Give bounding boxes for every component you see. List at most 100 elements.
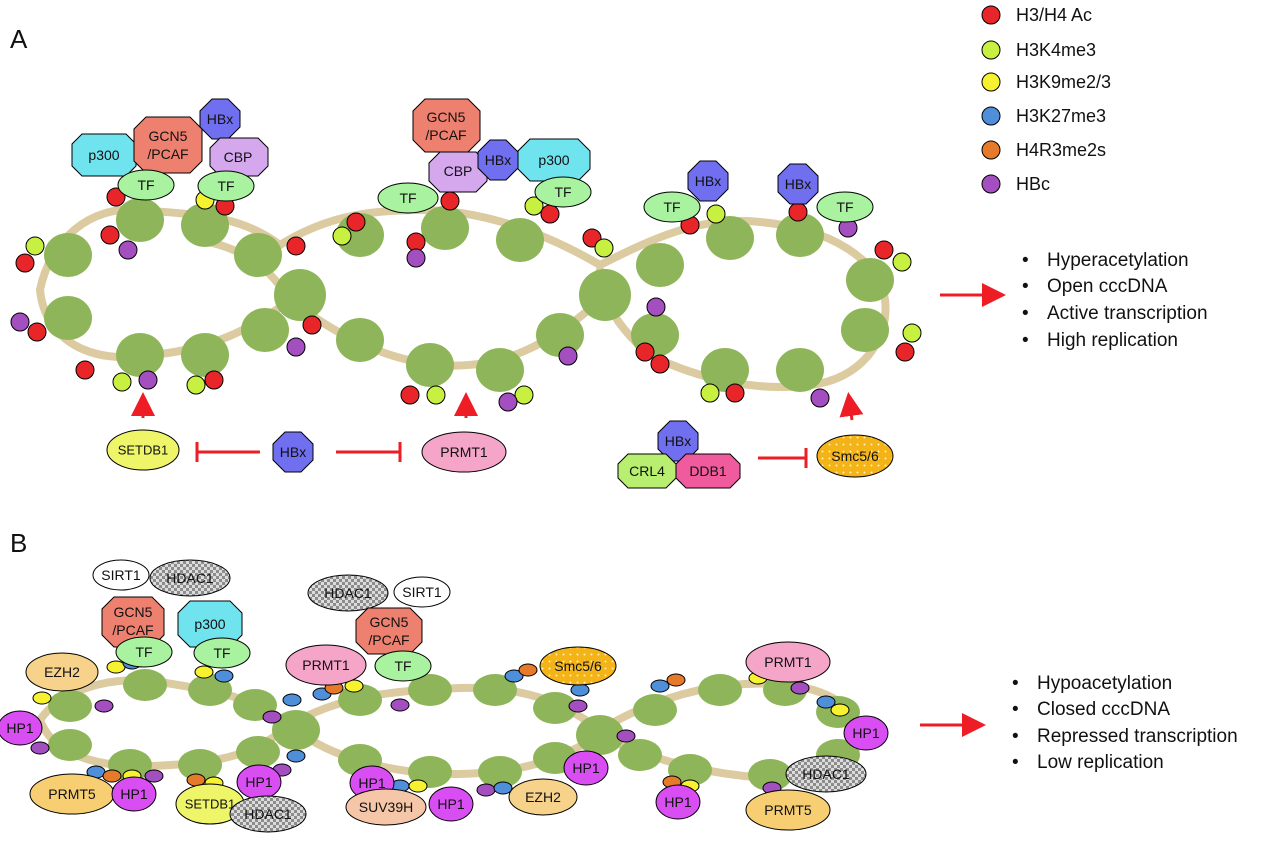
nucleosome [338, 684, 382, 716]
outcome-a-item: High replication [1047, 330, 1178, 351]
mark-ac [302, 315, 322, 335]
hp1-oval: HP1 [843, 715, 889, 751]
panel-b-label: B [10, 528, 27, 558]
hbx-label: HBx [665, 433, 691, 449]
setdb1-oval: SETDB1 [106, 429, 180, 471]
p300-label: p300 [538, 152, 569, 168]
tf-label: TF [213, 645, 230, 661]
nucleosome [776, 348, 824, 392]
tf-label: TF [836, 199, 853, 215]
mark-hbc [30, 741, 50, 755]
outcome-b-item: Closed cccDNA [1037, 699, 1170, 720]
nucleosome [241, 308, 289, 352]
p300-label: p300 [88, 147, 119, 163]
mark-k27 [816, 695, 836, 709]
hp1-oval: HP1 [563, 750, 609, 786]
nucleosomes [48, 669, 860, 791]
mark-k4 [524, 196, 544, 216]
hbx-label: HBx [280, 444, 306, 460]
nucleosome [706, 216, 754, 260]
legend-swatch [981, 174, 1001, 194]
nucleosome [421, 206, 469, 250]
nucleosome [478, 756, 522, 788]
mark-hbc [616, 729, 636, 743]
complex-loop3: HBx TF HBx TF [643, 160, 874, 223]
setdb1-oval: SETDB1 [175, 783, 245, 825]
gcn5-pcaf-octagon: GCN5 /PCAF [412, 98, 481, 153]
mark-ac [204, 370, 224, 390]
nucleosome [776, 213, 824, 257]
tf-label: TF [394, 658, 411, 674]
outcome-a-item: Active transcription [1047, 303, 1208, 324]
hdac1-oval: HDAC1 [149, 559, 231, 597]
nucleosome [44, 233, 92, 277]
hp1-label: HP1 [6, 720, 33, 736]
bullet-dot: • [1022, 330, 1029, 351]
setdb1-label: SETDB1 [185, 797, 236, 812]
nucleosome [234, 233, 282, 277]
nucleosome [636, 243, 684, 287]
complex-loop2: GCN5 /PCAF CBP HBx p300 TF TF [377, 98, 592, 214]
legend-item-h3k27me3: H3K27me3 [981, 106, 1106, 126]
mark-ac [106, 187, 126, 207]
tf-label: TF [137, 177, 154, 193]
hdac1-label: HDAC1 [802, 766, 850, 782]
mark-k27 [282, 693, 302, 707]
repressors-left: SIRT1 HDAC1 GCN5 /PCAF p300 TF TF EZH2 [0, 559, 307, 833]
sirt1-oval: SIRT1 [393, 576, 451, 608]
mark-ac [286, 236, 306, 256]
mark-ac [440, 191, 460, 211]
hdac1-oval: HDAC1 [307, 574, 389, 612]
tf-oval: TF [193, 637, 251, 669]
tf-oval: TF [197, 170, 255, 202]
nucleosome [748, 759, 792, 791]
panel-a-label: A [10, 24, 28, 54]
mark-ac [15, 253, 35, 273]
hbx-octagon: HBx [199, 98, 241, 140]
ddb1-octagon: DDB1 [675, 453, 741, 489]
hp1-oval: HP1 [236, 764, 282, 800]
mark-ac [635, 342, 655, 362]
mark-k4 [902, 323, 922, 343]
pcaf-label: /PCAF [425, 127, 466, 143]
outcome-b: • Hypoacetylation • Closed cccDNA • Repr… [920, 673, 1238, 773]
cbp-label: CBP [444, 163, 473, 179]
hdac1-label: HDAC1 [324, 585, 372, 601]
legend-item-hbc: HBc [981, 174, 1050, 194]
mark-hbc [262, 710, 282, 724]
outcome-a-item: Hyperacetylation [1047, 250, 1189, 271]
ddb1-label: DDB1 [689, 463, 727, 479]
tf-label: TF [663, 199, 680, 215]
legend-item-h3h4ac: H3/H4 Ac [981, 5, 1092, 25]
tf-oval: TF [377, 182, 439, 214]
outcome-b-item: Low replication [1037, 752, 1164, 773]
nucleosome [178, 749, 222, 781]
sirt1-oval: SIRT1 [92, 559, 150, 591]
legend-swatch [981, 106, 1001, 126]
mark-hbc [286, 337, 306, 357]
crl4-label: CRL4 [629, 463, 665, 479]
suv39h-label: SUV39H [359, 799, 413, 815]
p300-octagon: p300 [71, 133, 137, 177]
hp1-oval: HP1 [111, 776, 157, 812]
mark-k27 [286, 749, 306, 763]
bullet-dot: • [1012, 752, 1019, 773]
outcome-b-item: Repressed transcription [1037, 726, 1238, 747]
ezh2-oval: EZH2 [508, 778, 578, 816]
mark-hbc [568, 699, 588, 713]
setdb1-label: SETDB1 [118, 443, 169, 458]
p300-label: p300 [194, 616, 225, 632]
hbx-label: HBx [785, 176, 811, 192]
pcaf-label: /PCAF [147, 146, 188, 162]
mark-k4 [332, 226, 352, 246]
smc56-oval: Smc5/6 [539, 646, 617, 686]
mark-r3 [518, 663, 538, 677]
legend-label: H3K27me3 [1016, 106, 1106, 126]
legend-swatch [981, 140, 1001, 160]
nucleosome [274, 269, 326, 321]
nucleosome [236, 736, 280, 768]
legend-label: H3K9me2/3 [1016, 72, 1111, 92]
nucleosome [496, 218, 544, 262]
outcome-a: • Hyperacetylation • Open cccDNA • Activ… [940, 250, 1208, 351]
